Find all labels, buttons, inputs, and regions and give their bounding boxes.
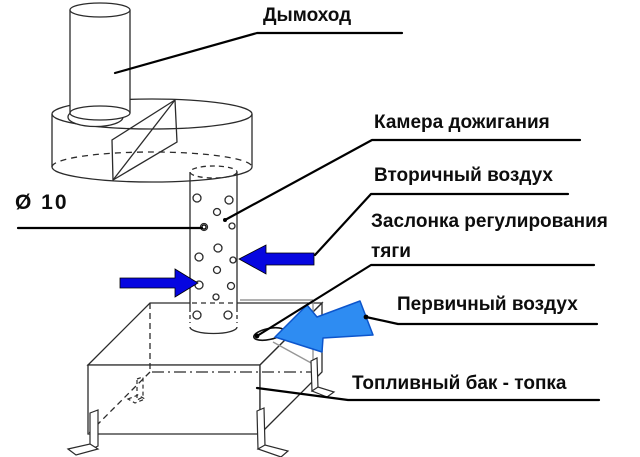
leader-chimney [113,31,404,75]
label-afterburner: Камера дожигания [374,112,550,133]
support-leg-front-right [256,407,290,457]
fuel-tank-box [86,299,324,436]
leader-fuel-tank [255,386,601,402]
leader-afterburner [223,138,582,222]
label-fuel-tank: Топливный бак - топка [352,373,567,394]
label-primary-air: Первичный воздух [397,294,578,315]
chimney-pipe [69,2,131,121]
support-leg-front-left [66,409,100,456]
support-legs [66,357,336,457]
label-chimney: Дымоход [263,5,352,26]
label-draft-damper: Заслонка регулирования тяги [371,211,608,262]
perforated-tube [189,165,238,335]
baffle-plate [111,98,178,182]
leader-secondary-air [313,192,570,257]
leader-lines [16,31,601,402]
support-leg-back-right [310,357,336,398]
label-hole-diameter: Ø 10 [15,191,69,214]
label-secondary-air: Вторичный воздух [374,165,553,186]
leader-damper [255,263,596,338]
support-leg-back-left-hidden [126,376,147,404]
secondary-air-arrow-left [119,268,199,298]
leader-primary-air [364,315,599,326]
secondary-air-arrow-right [238,244,315,275]
